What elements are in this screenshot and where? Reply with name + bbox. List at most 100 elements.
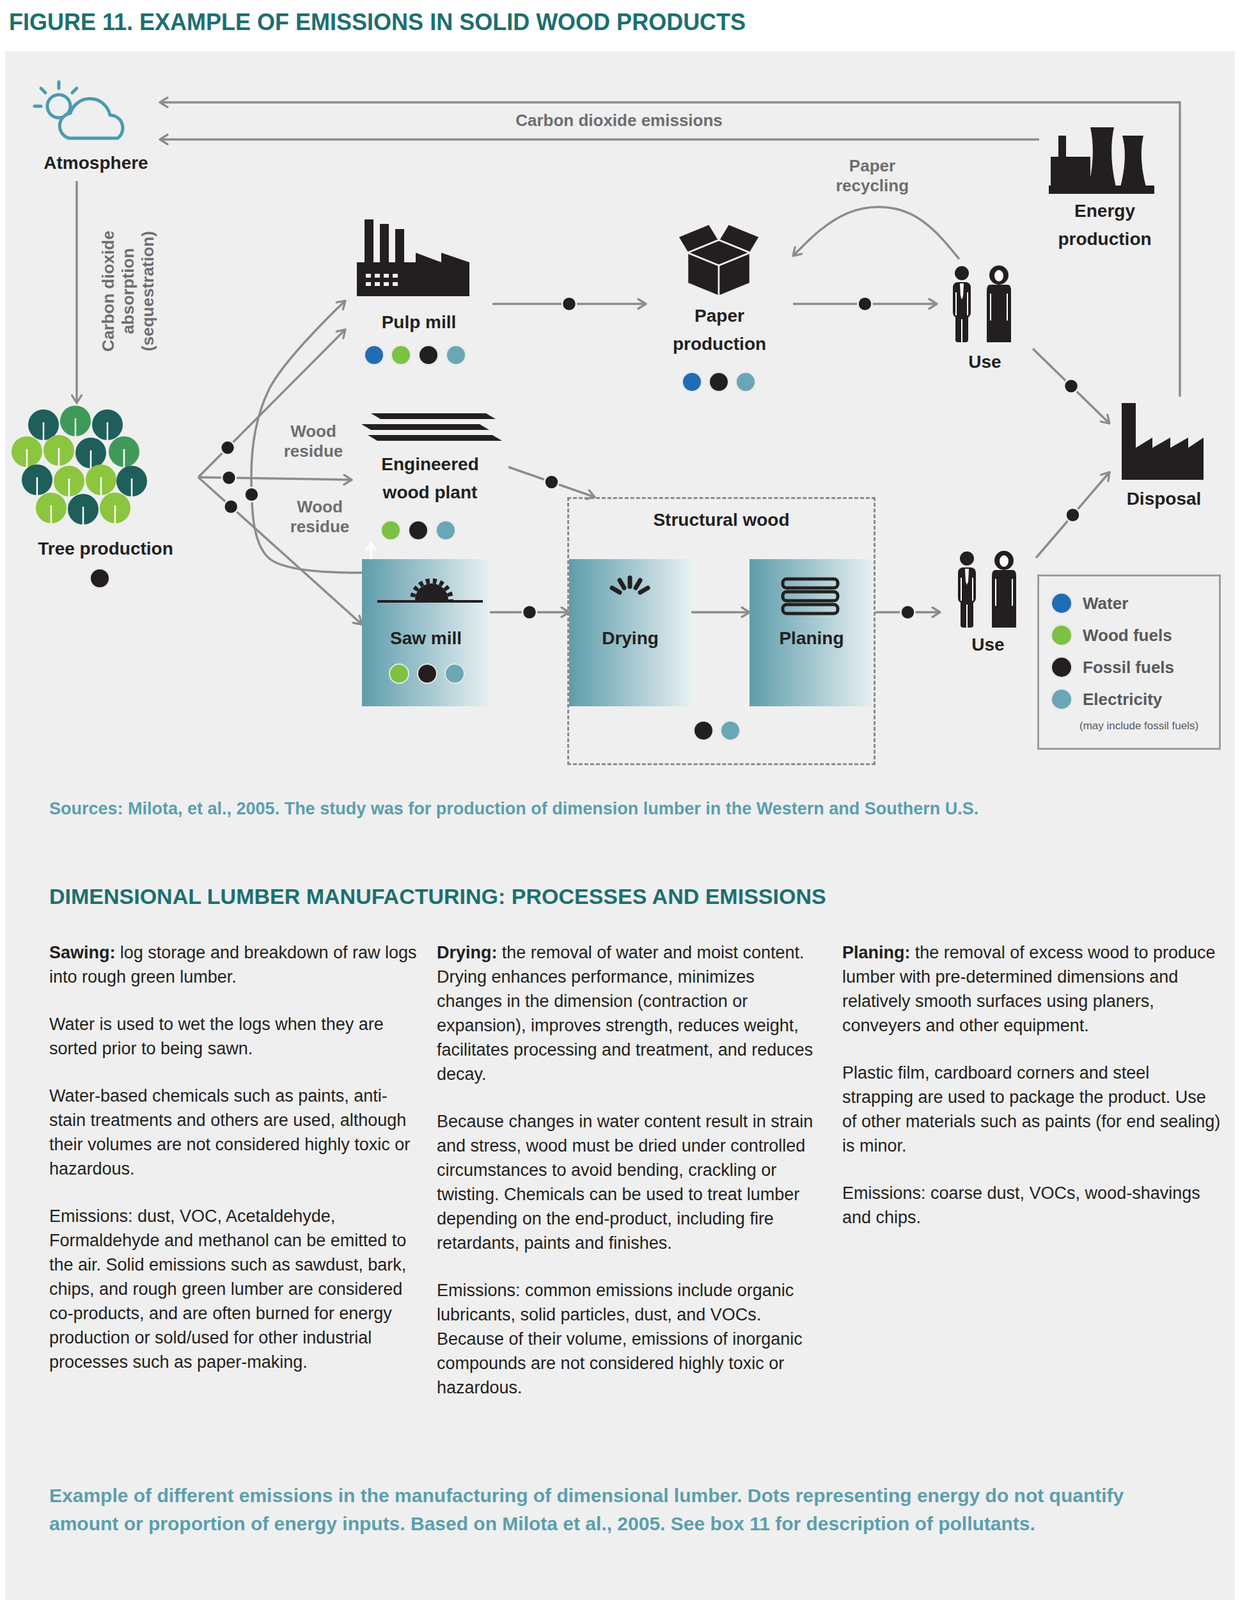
tree-icons xyxy=(99,492,131,524)
saw-blade-icon xyxy=(412,580,451,600)
energy-plant-icon xyxy=(1050,156,1091,189)
tree-icons xyxy=(11,436,43,467)
flow-dot xyxy=(901,604,916,620)
paragraph: Because changes in water content result … xyxy=(436,1108,816,1255)
paper-box-icon xyxy=(677,223,719,253)
pulp-mill-node: Pulp mill xyxy=(345,214,493,371)
energy-input-dots xyxy=(90,568,110,588)
edge-label: Paper recycling xyxy=(824,156,921,196)
process-box-fill xyxy=(569,558,692,707)
energy-input-dots xyxy=(408,520,428,540)
flow-arrow xyxy=(75,180,79,403)
flow-arrow xyxy=(251,300,362,573)
tree-icons xyxy=(106,422,109,440)
energy-input-dots xyxy=(391,345,411,365)
energy-input-dots xyxy=(417,663,437,683)
energy-input-dots xyxy=(720,720,740,740)
drying-icon xyxy=(619,580,625,588)
paragraph: Emissions: common emissions include orga… xyxy=(436,1277,816,1400)
flow-dot xyxy=(522,604,537,620)
legend-label: Wood fuels xyxy=(1082,625,1173,646)
planing-icon xyxy=(782,591,838,601)
pulp-mill-icon xyxy=(365,273,371,278)
energy-plant-icon xyxy=(1120,135,1146,187)
tree-icons xyxy=(123,448,126,467)
edge-label: Carbon dioxide emissions xyxy=(395,110,843,131)
pulp-mill-icon xyxy=(374,282,380,286)
pulp-mill-icon xyxy=(356,252,470,297)
structural-wood-group: Structural woodDryingPlaning xyxy=(567,496,876,765)
figure-title: FIGURE 11. EXAMPLE OF EMISSIONS IN SOLID… xyxy=(8,8,746,36)
disposal-icon xyxy=(1121,402,1204,480)
body-text: Emissions: dust, VOC, Acetaldehyde, Form… xyxy=(49,1206,407,1372)
flow-dot xyxy=(244,487,259,502)
body-text: Because changes in water content result … xyxy=(436,1111,813,1253)
pulp-mill-icon xyxy=(383,282,389,286)
body-text: Emissions: common emissions include orga… xyxy=(436,1280,803,1397)
text-label: (may include fossil fuels) xyxy=(1079,718,1217,733)
people-icon xyxy=(952,265,1017,628)
engineered-wood-icon xyxy=(370,413,496,419)
legend-label: Fossil fuels xyxy=(1082,657,1175,678)
figure-caption: Example of different emissions in the ma… xyxy=(49,1481,1194,1538)
flow-dot xyxy=(1066,507,1081,522)
energy-input-dots xyxy=(90,345,756,740)
flow-arrow xyxy=(1035,471,1110,558)
flow-dot xyxy=(223,499,238,514)
paper-box-icon xyxy=(718,223,760,253)
edge-label: Wood residue xyxy=(271,421,355,462)
process-box-fill xyxy=(361,558,874,707)
node-label: Disposal xyxy=(1126,484,1202,513)
node-label: Use xyxy=(971,630,1005,659)
pulp-mill-icon xyxy=(395,228,405,268)
paragraph: Water is used to wet the logs when they … xyxy=(49,1011,421,1061)
planing-icon xyxy=(782,578,838,588)
paper-box-icon xyxy=(677,223,760,297)
flow-arrow xyxy=(198,477,362,625)
pulp-mill-icon xyxy=(392,273,398,278)
tree-icons xyxy=(68,478,71,497)
energy-plant-node: Energy production xyxy=(1039,121,1171,258)
energy-input-dots xyxy=(693,720,714,740)
energy-input-dots xyxy=(418,345,439,365)
energy-input-dots xyxy=(446,345,466,365)
paragraph: Plastic film, cardboard corners and stee… xyxy=(842,1060,1221,1158)
paragraph: Water-based chemicals such as paints, an… xyxy=(49,1083,421,1181)
node-label: Saw mill xyxy=(390,624,462,653)
flow-arrow xyxy=(508,466,595,497)
tree-icons xyxy=(114,505,117,524)
body-text: Water-based chemicals such as paints, an… xyxy=(49,1085,410,1178)
drying-icon xyxy=(635,580,641,588)
paragraph: Drying:the removal of water and moist co… xyxy=(436,940,816,1086)
flow-dot xyxy=(544,475,559,490)
tree-icons xyxy=(85,464,117,495)
drying-icon xyxy=(612,587,620,593)
pulp-mill-icon xyxy=(383,273,389,278)
use-node: Use xyxy=(940,543,1036,663)
flow-dot xyxy=(220,440,235,455)
node-label: Drying xyxy=(601,624,659,653)
legend-swatch xyxy=(1051,689,1072,709)
tree-icons xyxy=(53,465,85,497)
planing-icon xyxy=(782,578,838,614)
tree-icons xyxy=(60,405,91,437)
saw-blade-icon xyxy=(377,599,483,603)
text-column: Drying:the removal of water and moist co… xyxy=(436,940,816,1400)
drying-icon xyxy=(627,577,633,587)
term-label: Drying: xyxy=(436,942,498,962)
paragraph: Emissions: dust, VOC, Acetaldehyde, Form… xyxy=(49,1203,421,1374)
drying-icon xyxy=(640,587,648,593)
tree-icons xyxy=(58,447,61,466)
drying-box: Drying xyxy=(569,558,692,707)
legend-swatch xyxy=(1051,625,1072,645)
saw-blade-icon xyxy=(377,580,483,620)
tree-icons xyxy=(90,450,93,469)
engineered-wood-icon xyxy=(367,434,503,441)
flow-dot xyxy=(562,296,577,311)
flow-arrow xyxy=(159,138,1040,141)
node-label: Tree production xyxy=(37,534,174,563)
tree-icons xyxy=(108,436,140,467)
text-column: Planing:the removal of excess wood to pr… xyxy=(842,940,1221,1230)
tree-icons xyxy=(50,505,53,524)
